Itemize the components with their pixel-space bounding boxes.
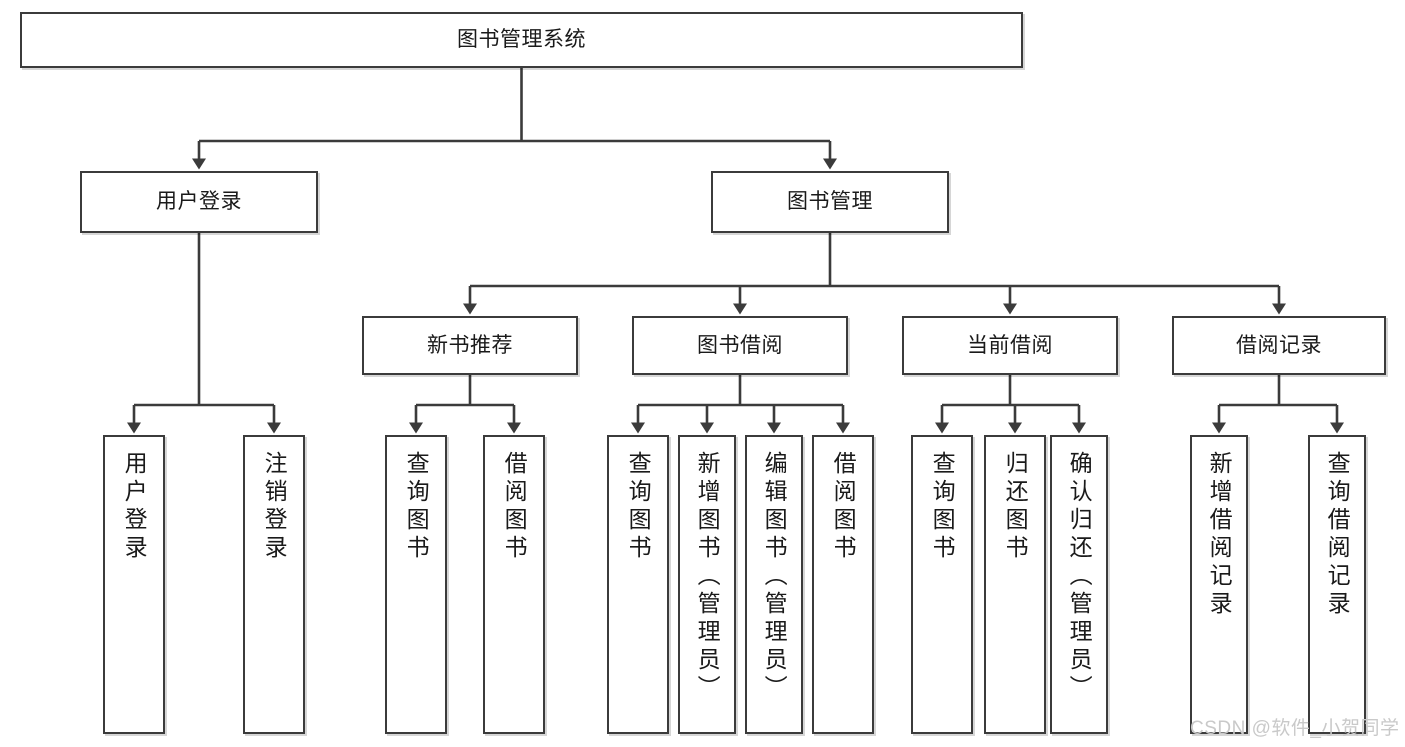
node-label: 新增借阅记录 bbox=[1206, 451, 1233, 619]
node-label: 用户登录 bbox=[156, 190, 242, 214]
node-l9[interactable]: 查询图书 bbox=[911, 435, 973, 734]
node-l4[interactable]: 借阅图书 bbox=[483, 435, 545, 734]
node-label: 借阅图书 bbox=[830, 451, 857, 563]
node-l13[interactable]: 查询借阅记录 bbox=[1308, 435, 1366, 734]
node-label: 编辑图书（管理员） bbox=[761, 451, 788, 703]
node-label: 归还图书 bbox=[1002, 451, 1029, 563]
node-label: 借阅记录 bbox=[1236, 333, 1322, 357]
node-label: 用户登录 bbox=[121, 451, 148, 563]
node-borrow[interactable]: 图书借阅 bbox=[632, 316, 848, 375]
node-l8[interactable]: 借阅图书 bbox=[812, 435, 874, 734]
node-records[interactable]: 借阅记录 bbox=[1172, 316, 1386, 375]
node-label: 注销登录 bbox=[261, 451, 288, 563]
node-l12[interactable]: 新增借阅记录 bbox=[1190, 435, 1248, 734]
node-label: 新增图书（管理员） bbox=[694, 451, 721, 703]
node-current[interactable]: 当前借阅 bbox=[902, 316, 1118, 375]
node-l6[interactable]: 新增图书（管理员） bbox=[678, 435, 736, 734]
node-l2[interactable]: 注销登录 bbox=[243, 435, 305, 734]
node-label: 当前借阅 bbox=[967, 333, 1053, 357]
node-label: 查询图书 bbox=[929, 451, 956, 563]
node-l3[interactable]: 查询图书 bbox=[385, 435, 447, 734]
node-l5[interactable]: 查询图书 bbox=[607, 435, 669, 734]
node-l1[interactable]: 用户登录 bbox=[103, 435, 165, 734]
node-label: 图书管理系统 bbox=[457, 28, 586, 52]
node-label: 图书借阅 bbox=[697, 333, 783, 357]
node-l11[interactable]: 确认归还（管理员） bbox=[1050, 435, 1108, 734]
node-newbook[interactable]: 新书推荐 bbox=[362, 316, 578, 375]
node-label: 查询图书 bbox=[403, 451, 430, 563]
node-label: 新书推荐 bbox=[427, 333, 513, 357]
node-root[interactable]: 图书管理系统 bbox=[20, 12, 1023, 68]
node-l10[interactable]: 归还图书 bbox=[984, 435, 1046, 734]
node-l7[interactable]: 编辑图书（管理员） bbox=[745, 435, 803, 734]
node-label: 图书管理 bbox=[787, 190, 873, 214]
node-label: 借阅图书 bbox=[501, 451, 528, 563]
node-login[interactable]: 用户登录 bbox=[80, 171, 318, 233]
node-bookmgmt[interactable]: 图书管理 bbox=[711, 171, 949, 233]
node-label: 查询图书 bbox=[625, 451, 652, 563]
watermark-text: CSDN @软件_小贺同学 bbox=[1190, 718, 1400, 739]
node-label: 确认归还（管理员） bbox=[1066, 451, 1093, 703]
node-label: 查询借阅记录 bbox=[1324, 451, 1351, 619]
